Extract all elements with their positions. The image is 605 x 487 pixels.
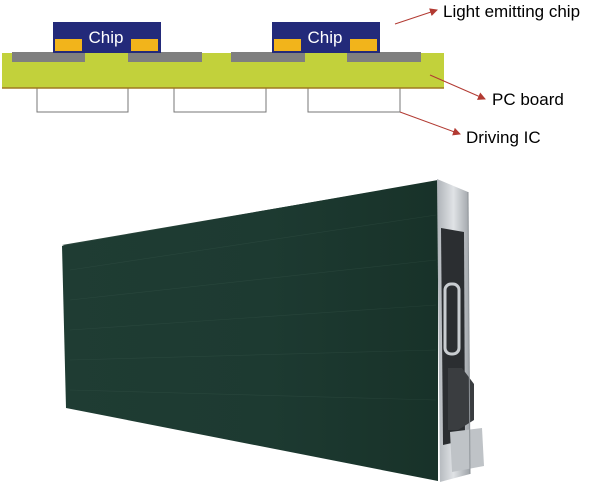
label-light-emitting-chip: Light emitting chip: [443, 2, 580, 21]
callout-arrow-chip: [394, 8, 438, 25]
led-display-module-photo: [62, 179, 484, 482]
label-pc-board: PC board: [492, 90, 564, 109]
chip-2: Chip: [272, 22, 380, 53]
chip-label: Chip: [89, 28, 124, 47]
callout-arrow-ic: [399, 111, 461, 136]
driving-ic-1: [36, 87, 129, 113]
copper-trace-4: [347, 52, 421, 62]
solder-pad: [350, 39, 377, 51]
module-side-frame: [437, 179, 484, 482]
label-driving-ic: Driving IC: [466, 128, 541, 147]
led-panel-face: [62, 180, 438, 481]
solder-pad: [274, 39, 301, 51]
cross-section: Chip Chip Light emitting chip PC board D…: [2, 2, 580, 147]
copper-trace-3: [231, 52, 305, 62]
driving-ic-2: [173, 87, 267, 113]
driving-ic-3: [307, 87, 401, 113]
solder-pad: [55, 39, 82, 51]
copper-trace-1: [12, 52, 85, 62]
solder-pad: [131, 39, 158, 51]
copper-trace-2: [128, 52, 202, 62]
chip-label: Chip: [308, 28, 343, 47]
callout-arrow-board: [429, 74, 486, 100]
chip-1: Chip: [53, 22, 161, 53]
